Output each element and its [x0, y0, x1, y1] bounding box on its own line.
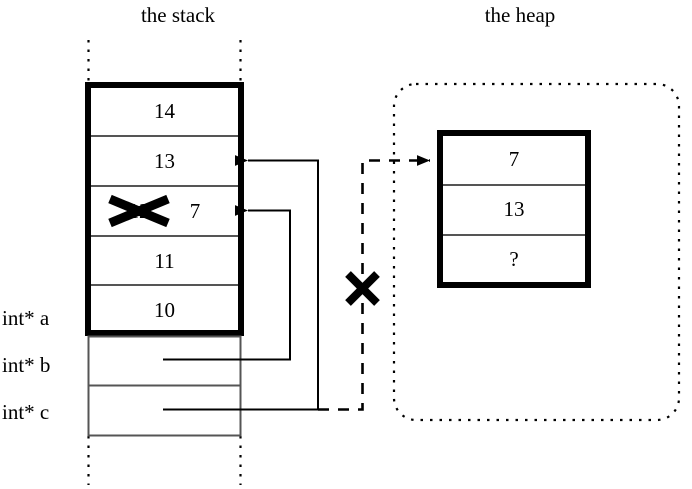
stack-cell-value: 13	[154, 149, 175, 173]
stack-dotted-extent-top	[87, 40, 242, 85]
stack-frame-box	[85, 82, 244, 336]
heap-cell-value: ?	[509, 247, 519, 271]
heap-cell-value: 13	[503, 197, 525, 221]
heap-region-boundary	[392, 82, 681, 422]
variable-label-c: int* c	[2, 400, 50, 424]
variable-label-b: int* b	[2, 353, 51, 377]
stack-cell-value: 10	[154, 298, 175, 322]
stack-title: the stack	[140, 3, 216, 27]
pointer-c-connector	[163, 155, 319, 411]
stack-cell-value: 11	[154, 249, 175, 273]
stack-cell-value: 14	[154, 99, 175, 123]
pointer-b-connector	[163, 205, 291, 361]
heap-block-box	[437, 130, 591, 288]
dangling-pointer-cross-icon	[345, 271, 380, 306]
stack-cell-value-struck: 12	[128, 199, 150, 223]
dangling-pointer-dashed-path	[318, 155, 430, 411]
stack-cell-value-replacement: 7	[189, 199, 201, 223]
stack-dotted-extent-bottom	[87, 436, 242, 485]
stack-pointer-cells	[87, 335, 242, 437]
variable-label-a: int* a	[2, 306, 50, 330]
heap-title: the heap	[484, 3, 556, 27]
struck-value-cross-icon	[108, 194, 170, 228]
heap-cell-value: 7	[508, 147, 520, 171]
